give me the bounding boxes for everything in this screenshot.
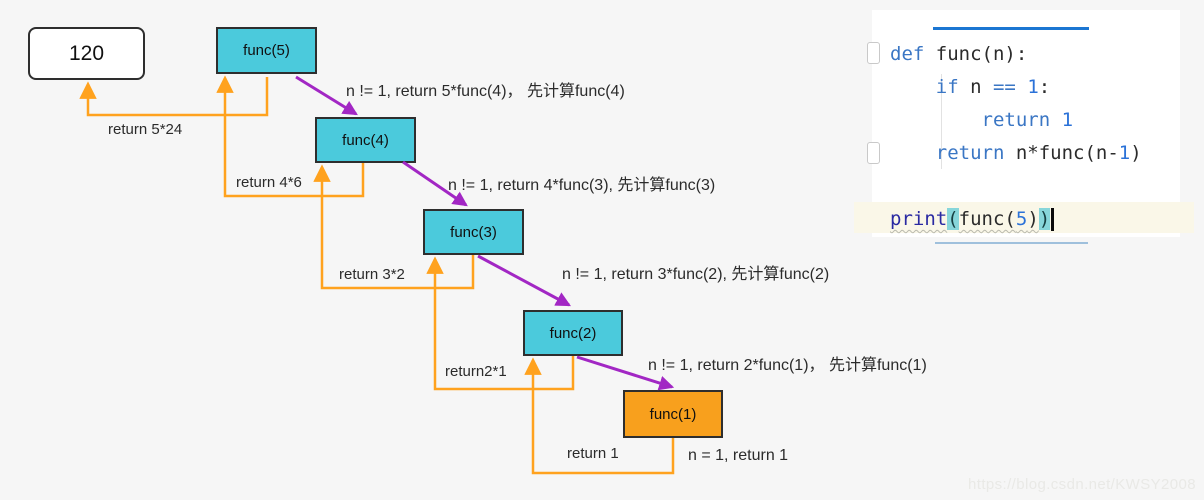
box-func1: func(1) — [623, 390, 723, 438]
return-annotation-1: return 1 — [567, 445, 619, 462]
code-token: 1 — [1027, 76, 1039, 98]
code-token — [890, 109, 982, 131]
code-line: return 1 — [890, 104, 1176, 137]
scrollbar-indicator-line — [935, 242, 1088, 244]
box-func3-label: func(3) — [450, 223, 497, 241]
code-line: print(func(5)) — [890, 203, 1176, 236]
code-token: return — [981, 109, 1062, 131]
code-token: 1 — [1118, 142, 1131, 164]
code-line — [890, 170, 1176, 203]
code-token: n — [970, 76, 993, 98]
result-value: 120 — [68, 41, 105, 65]
code-token — [890, 76, 936, 98]
code-line: return n*func(n-1) — [890, 137, 1176, 170]
box-func3: func(3) — [423, 209, 524, 255]
text-cursor-icon — [1051, 208, 1055, 231]
indent-guide — [941, 74, 942, 169]
return-annotation-5: return 5*24 — [108, 121, 183, 138]
current-line-highlight — [854, 202, 1194, 233]
code-line: def func(n): — [890, 38, 1176, 71]
code-token: print — [890, 208, 948, 230]
code-token: return — [935, 142, 1016, 164]
code-token — [890, 175, 901, 197]
call-annotation-4: n != 1, return 2*func(1)， 先计算func(1) — [648, 357, 927, 374]
code-token: ) — [1038, 208, 1051, 230]
watermark: https://blog.csdn.net/KWSY2008 — [968, 476, 1196, 493]
box-func4-label: func(4) — [342, 131, 389, 149]
code-token: == — [992, 76, 1028, 98]
call-annotation-2: n != 1, return 4*func(3), 先计算func(3) — [448, 177, 716, 194]
box-func5: func(5) — [216, 27, 317, 74]
code-token: func( — [958, 208, 1016, 230]
code-token: : — [1038, 76, 1051, 98]
code-token — [890, 142, 936, 164]
code-line: if n == 1: — [890, 71, 1176, 104]
code-token: def — [890, 43, 936, 65]
code-token: if — [935, 76, 971, 98]
return-arrow-func5-to-result — [79, 77, 269, 117]
return-annotation-2: return2*1 — [445, 363, 507, 380]
fold-marker-icon — [867, 42, 880, 64]
call-annotation-1: n != 1, return 5*func(4)， 先计算func(4) — [346, 83, 625, 100]
box-func2: func(2) — [523, 310, 623, 356]
tab-indicator-line — [933, 27, 1089, 30]
code-token: ) — [1027, 208, 1039, 230]
code-token: 5 — [1015, 208, 1028, 230]
call-arrow-func3-func2 — [477, 254, 571, 307]
result-box: 120 — [28, 27, 145, 80]
code-token: ) — [1130, 142, 1142, 164]
code-token: func(n): — [935, 43, 1028, 65]
box-func2-label: func(2) — [549, 324, 597, 342]
fold-marker-icon — [867, 142, 880, 164]
box-func4: func(4) — [315, 117, 416, 163]
code-token: ( — [947, 208, 959, 230]
code-token: 1 — [1061, 109, 1074, 131]
call-annotation-3: n != 1, return 3*func(2), 先计算func(2) — [562, 266, 830, 283]
return-annotation-3: return 3*2 — [339, 266, 405, 283]
box-func1-label: func(1) — [649, 405, 697, 423]
code-text: def func(n): if n == 1: return 1 return … — [890, 38, 1176, 236]
return-annotation-4: return 4*6 — [236, 174, 302, 191]
code-editor-panel: def func(n): if n == 1: return 1 return … — [854, 10, 1194, 244]
base-case-annotation: n = 1, return 1 — [688, 447, 789, 464]
box-func5-label: func(5) — [243, 42, 290, 59]
code-token: n*func(n- — [1015, 142, 1119, 164]
